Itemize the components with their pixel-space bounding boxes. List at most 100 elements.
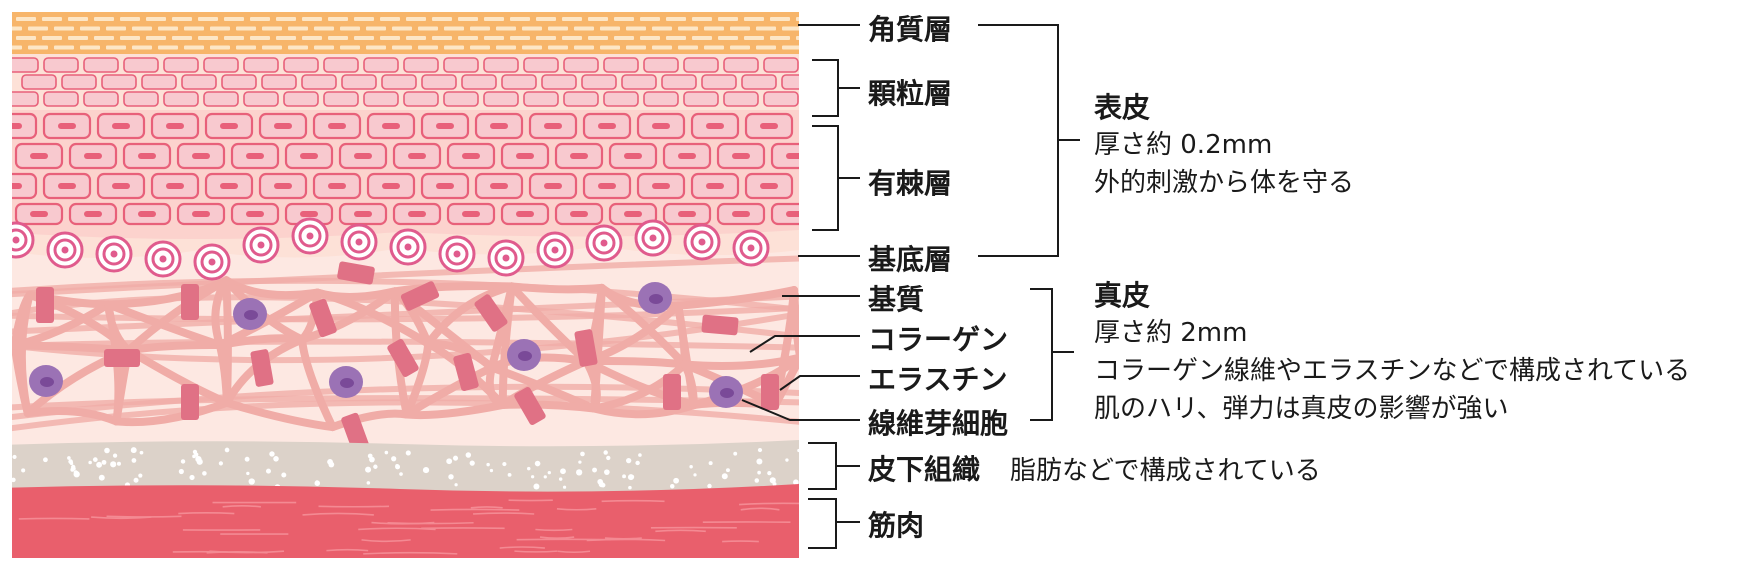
- fat-dot: [12, 454, 17, 460]
- granular-cell: [403, 57, 439, 73]
- granular-cell: [301, 74, 337, 90]
- granular-cell: [661, 74, 697, 90]
- fat-dot: [178, 468, 184, 475]
- granular-cell: [163, 57, 199, 73]
- granular-cell: [563, 91, 599, 107]
- fat-dot: [725, 468, 730, 473]
- granular-cell: [101, 74, 137, 90]
- corneum-cell: [392, 26, 412, 31]
- fat-dot: [454, 483, 458, 487]
- muscle-fiber: [371, 521, 435, 525]
- fat-dot: [110, 461, 117, 468]
- corneum-cell: [484, 36, 504, 40]
- elastin-fiber: [250, 349, 274, 387]
- label-matrix: 基質: [868, 283, 925, 316]
- corneum-cell: [744, 17, 764, 21]
- granular-cell: [381, 74, 417, 90]
- corneum-cell: [42, 17, 62, 21]
- fat-dot: [192, 454, 196, 459]
- corneum-cell: [614, 36, 634, 40]
- fibroblast-cells: [29, 282, 743, 408]
- collagen-fiber: [12, 255, 799, 298]
- corneum-cell: [224, 36, 244, 40]
- spinous-nucleus: [112, 123, 130, 129]
- corneum-cell: [600, 45, 620, 50]
- subcutaneous-note: 脂肪などで構成されている: [1010, 456, 1321, 486]
- fat-dot: [769, 477, 776, 484]
- granular-cell: [523, 57, 559, 73]
- fat-dot: [507, 472, 512, 477]
- fat-dot: [0, 485, 5, 490]
- basal-nucleus: [159, 255, 167, 263]
- corneum-cell: [12, 45, 22, 50]
- granular-cell: [283, 91, 319, 107]
- spinous-nucleus: [624, 153, 642, 159]
- corneum-cell: [0, 36, 10, 40]
- label-collagen: コラーゲン: [868, 323, 1009, 356]
- corneum-cell: [94, 17, 114, 21]
- fat-dot: [116, 461, 121, 466]
- collagen-fiber: [590, 401, 698, 419]
- spinous-nucleus: [462, 211, 480, 217]
- muscle-fiber: [106, 515, 182, 518]
- fat-dot: [689, 465, 693, 469]
- collagen-fiber: [582, 357, 689, 369]
- spinous-nucleus: [112, 183, 130, 189]
- fat-dots: [0, 447, 799, 491]
- corneum-cell: [132, 45, 152, 50]
- basal-nucleus: [600, 239, 608, 247]
- granular-cell: [141, 74, 177, 90]
- basal-nucleus: [453, 250, 461, 258]
- fat-dot: [98, 474, 105, 481]
- corneum-cell: [340, 45, 360, 50]
- corneum-cell: [626, 26, 646, 31]
- spinous-nucleus: [490, 123, 508, 129]
- spinous-nucleus: [12, 183, 22, 189]
- spinous-nucleus: [678, 153, 696, 159]
- fat-dot: [104, 447, 110, 454]
- spinous-nucleus: [408, 153, 426, 159]
- fat-dot: [218, 461, 224, 466]
- granular-cell: [523, 91, 559, 107]
- corneum-cell: [80, 45, 100, 50]
- corneum-cell: [146, 36, 166, 40]
- corneum-cell: [626, 45, 646, 50]
- label-spinous-layer: 有棘層: [868, 167, 953, 200]
- spinous-nucleus: [274, 123, 292, 129]
- corneum-cell: [0, 17, 10, 21]
- fibroblast-nucleus: [340, 378, 354, 388]
- spinous-nucleus: [408, 211, 426, 217]
- fat-dot: [670, 484, 675, 489]
- fat-dot: [502, 462, 507, 467]
- fat-dot: [101, 459, 107, 465]
- spinous-cell: [12, 172, 38, 200]
- fat-dot: [578, 460, 582, 464]
- collagen-fiber: [402, 339, 433, 419]
- fat-dot: [772, 481, 777, 486]
- corneum-cell: [392, 45, 412, 50]
- corneum-cell: [678, 26, 698, 31]
- corneum-cell: [666, 17, 686, 21]
- fat-dot: [369, 456, 375, 463]
- fat-dot: [395, 464, 401, 470]
- spinous-nucleus: [138, 211, 156, 217]
- dermis-role: 肌のハリ、弾力は真皮の影響が強い: [1094, 394, 1509, 424]
- spinous-nucleus: [138, 153, 156, 159]
- corneum-cell: [106, 26, 126, 31]
- muscle-fiber: [740, 507, 780, 511]
- fat-dot: [399, 472, 403, 476]
- spinous-nucleus: [274, 183, 292, 189]
- corneum-cell: [340, 26, 360, 31]
- fat-dot: [244, 456, 250, 462]
- muscle-fiber: [655, 529, 706, 533]
- elastin-fiber: [387, 339, 419, 377]
- granular-cell: [421, 74, 457, 90]
- muscle-fiber: [302, 512, 374, 516]
- fat-dot: [489, 468, 494, 473]
- fat-dot: [138, 473, 143, 478]
- muscle-fiber: [539, 536, 575, 540]
- leader-lines: [741, 24, 1080, 549]
- corneum-cell: [262, 26, 282, 31]
- fat-dot: [202, 471, 207, 476]
- fat-dot: [576, 469, 583, 476]
